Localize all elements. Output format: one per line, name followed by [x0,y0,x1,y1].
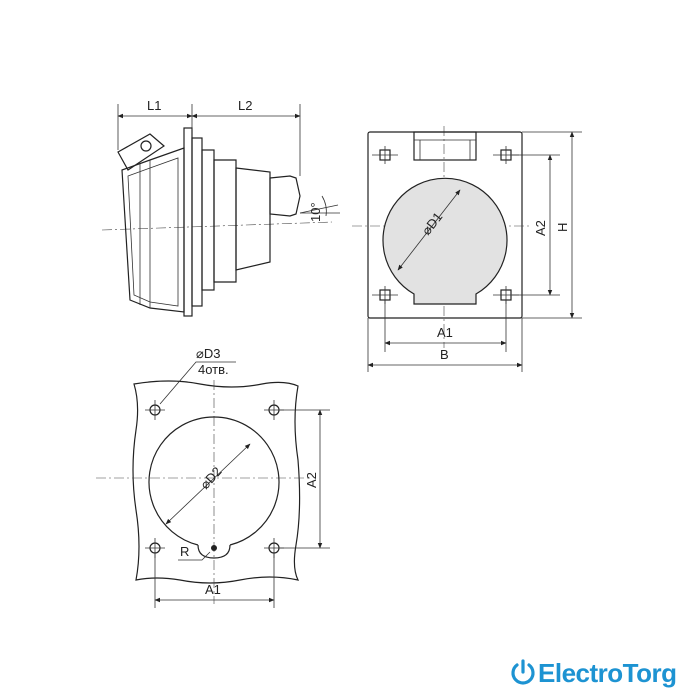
side-cable-entry [269,175,301,217]
cutout-a1-label: A1 [205,582,221,597]
front-b-label: B [440,347,449,362]
cutout-d2-dimension [165,443,251,525]
cutout-d2-label: ⌀D2 [197,464,225,492]
cutout-r-leader [178,551,211,561]
front-lid-latch [413,131,477,161]
front-socket-face [382,177,508,305]
power-icon [511,659,535,685]
cutout-holes-note: 4отв. [198,362,229,377]
front-view: ⌀D1 A2 H A1 B [352,126,582,372]
side-rear-body [213,159,237,283]
side-centerline [101,221,333,231]
cutout-circle [148,416,280,546]
side-view: 10° L1 L2 [101,98,340,317]
brand-name: ElectroTorg [538,657,677,688]
cutout-panel [132,380,301,584]
cutout-view: ⌀D3 4отв. ⌀D2 R A2 A1 [96,346,330,608]
cutout-notch [197,544,231,559]
side-housing [121,147,185,313]
side-flange [183,127,193,317]
side-l2-label: L2 [238,98,252,113]
cutout-r-label: R [180,544,189,559]
brand-logo: ElectroTorg [508,656,677,690]
cutout-a2-label: A2 [304,472,319,488]
side-angle-label: 10° [308,202,323,222]
side-lid-hinge [140,140,152,152]
front-d1-dimension [397,189,461,271]
front-a2-label: A2 [533,220,548,236]
cutout-d3-label: ⌀D3 [196,346,220,361]
cutout-d3-leader [159,361,236,405]
side-l1-label: L1 [147,98,161,113]
front-a1-label: A1 [437,325,453,340]
side-lid [117,133,165,171]
front-h-label: H [555,223,570,232]
